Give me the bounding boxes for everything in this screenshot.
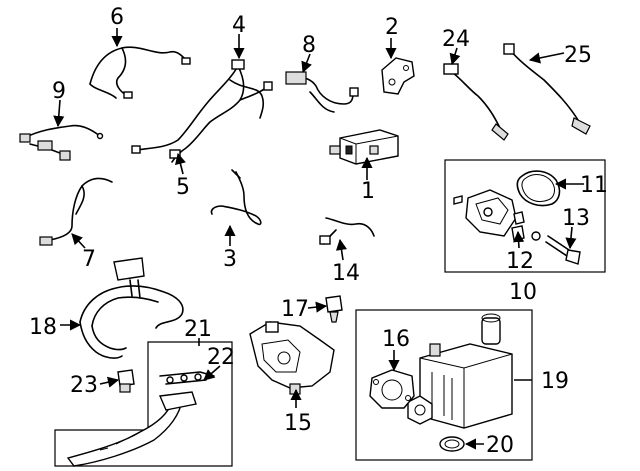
part-17-sensor[interactable] <box>325 295 343 323</box>
callout-11: 11 <box>580 173 608 198</box>
part-15-valve[interactable] <box>249 321 335 395</box>
group-box-10 <box>444 159 606 273</box>
callout-3: 3 <box>223 247 237 272</box>
callout-25: 25 <box>564 43 592 68</box>
part-7-harness[interactable] <box>39 177 113 246</box>
part-16-gasket[interactable] <box>369 369 415 409</box>
callout-5: 5 <box>176 175 190 200</box>
callout-24: 24 <box>442 27 470 52</box>
part-22-wire[interactable] <box>159 371 215 385</box>
part-14-tube[interactable] <box>319 217 375 245</box>
callout-23: 23 <box>70 373 98 398</box>
callout-10: 10 <box>509 280 537 305</box>
part-6-harness[interactable] <box>89 46 191 99</box>
callout-12: 12 <box>506 249 534 274</box>
callout-21: 21 <box>184 317 212 342</box>
callout-18: 18 <box>29 315 57 340</box>
callout-6: 6 <box>110 5 124 30</box>
part-21-assembly[interactable] <box>66 391 197 467</box>
callout-20: 20 <box>486 433 514 458</box>
callout-labels: 6 4 8 2 24 25 9 5 1 11 13 7 3 12 14 10 1… <box>29 5 608 458</box>
part-18-hose[interactable] <box>79 257 184 359</box>
group-box-21 <box>54 341 233 467</box>
callout-2: 2 <box>385 15 399 40</box>
part-11-gasket[interactable] <box>516 170 561 207</box>
callout-9: 9 <box>52 79 66 104</box>
callout-15: 15 <box>284 411 312 436</box>
leader-lines <box>53 28 584 450</box>
callout-13: 13 <box>562 206 590 231</box>
part-25-sensor[interactable] <box>503 43 591 135</box>
part-13-tube[interactable] <box>545 235 581 265</box>
callout-8: 8 <box>302 33 316 58</box>
part-3-tube[interactable] <box>210 169 262 226</box>
part-24-sensor[interactable] <box>443 63 509 141</box>
callout-16: 16 <box>382 327 410 352</box>
callout-19: 19 <box>541 369 569 394</box>
part-23-sensor[interactable] <box>117 369 135 393</box>
part-2-bracket[interactable] <box>381 57 415 95</box>
callout-4: 4 <box>232 13 246 38</box>
callout-14: 14 <box>332 261 360 286</box>
callout-1: 1 <box>361 179 375 204</box>
callout-22: 22 <box>207 345 235 370</box>
part-8-harness[interactable] <box>285 71 359 113</box>
part-20-oring[interactable] <box>439 436 465 452</box>
callout-7: 7 <box>82 247 96 272</box>
group-box-19 <box>355 309 533 461</box>
part-19-cooler[interactable] <box>407 313 513 429</box>
part-4-5-harness[interactable] <box>131 59 273 163</box>
part-10-assembly[interactable] <box>453 189 541 241</box>
callout-17: 17 <box>281 297 309 322</box>
part-9-harness[interactable] <box>19 124 104 161</box>
part-1-solenoid[interactable] <box>329 129 399 165</box>
